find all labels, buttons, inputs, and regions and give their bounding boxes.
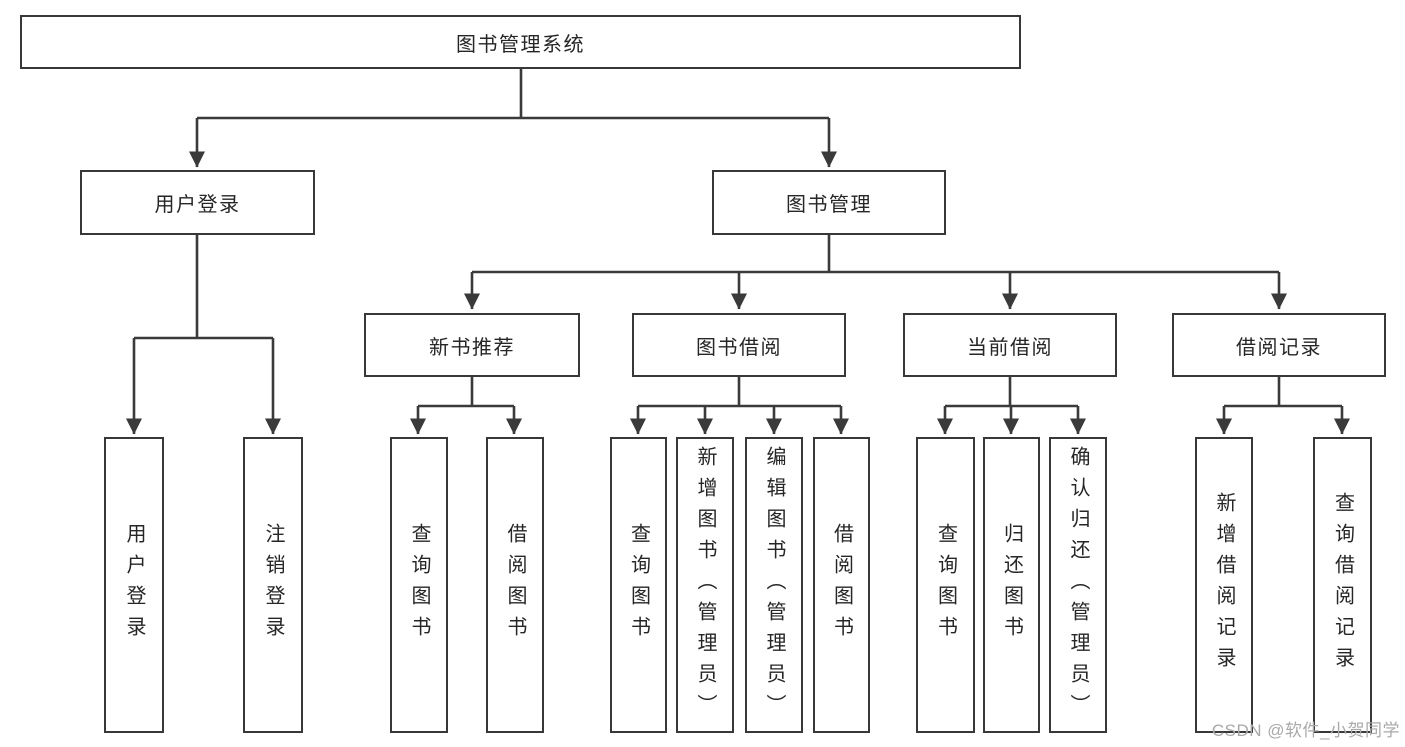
leaf-borrowing-edit-books-admin: 编辑图书（管理员）: [745, 437, 803, 733]
connector-book-borrowing-trunk: [638, 377, 841, 408]
leaf-records-add-record: 新增借阅记录: [1195, 437, 1253, 733]
leaf-borrowing-add-books-admin-label: 新增图书（管理员）: [694, 445, 716, 725]
leaf-borrowing-borrow-books-label: 借阅图书: [830, 523, 853, 647]
connector-current-borrowing-trunk: [945, 377, 1078, 408]
leaf-current-return-books: 归还图书: [983, 437, 1040, 733]
connector-root-trunk: [197, 69, 829, 120]
node-new-book-recommend-label: 新书推荐: [429, 336, 515, 359]
node-book-borrowing-label: 图书借阅: [696, 336, 782, 359]
leaf-current-query-books-label: 查询图书: [934, 523, 957, 647]
connector-new-book-trunk: [418, 377, 514, 408]
node-book-management: 图书管理: [712, 170, 946, 235]
node-library-system-label: 图书管理系统: [456, 33, 585, 56]
leaf-records-query-record-label: 查询借阅记录: [1331, 492, 1354, 678]
leaf-newbooks-query-books-label: 查询图书: [408, 523, 430, 647]
node-new-book-recommend: 新书推荐: [364, 313, 580, 377]
leaf-logout: 注销登录: [243, 437, 303, 733]
leaf-logout-label: 注销登录: [262, 523, 284, 647]
leaf-current-confirm-return-admin: 确认归还（管理员）: [1049, 437, 1107, 733]
leaf-current-query-books: 查询图书: [916, 437, 975, 733]
leaf-user-login: 用户登录: [104, 437, 164, 733]
leaf-current-return-books-label: 归还图书: [1000, 523, 1023, 647]
connector-user-login-trunk: [134, 235, 273, 340]
node-current-borrowing-label: 当前借阅: [967, 336, 1053, 359]
csdn-watermark: CSDN @软件_小贺同学: [1211, 721, 1400, 740]
leaf-current-confirm-return-admin-label: 确认归还（管理员）: [1067, 445, 1089, 725]
leaf-newbooks-borrow-books-label: 借阅图书: [504, 523, 526, 647]
node-borrowing-records-label: 借阅记录: [1236, 336, 1322, 359]
leaf-borrowing-query-books: 查询图书: [610, 437, 667, 733]
leaf-borrowing-edit-books-admin-label: 编辑图书（管理员）: [763, 445, 785, 725]
leaf-records-query-record: 查询借阅记录: [1313, 437, 1372, 733]
connector-records-trunk: [1224, 377, 1342, 408]
node-user-login-group: 用户登录: [80, 170, 315, 235]
leaf-user-login-label: 用户登录: [123, 523, 145, 647]
node-user-login-group-label: 用户登录: [154, 194, 241, 216]
node-current-borrowing: 当前借阅: [903, 313, 1117, 377]
leaf-borrowing-add-books-admin: 新增图书（管理员）: [676, 437, 734, 733]
leaf-borrowing-query-books-label: 查询图书: [627, 523, 650, 647]
leaf-newbooks-query-books: 查询图书: [390, 437, 448, 733]
node-book-management-label: 图书管理: [786, 194, 872, 216]
node-library-system: 图书管理系统: [20, 15, 1021, 69]
leaf-borrowing-borrow-books: 借阅图书: [813, 437, 870, 733]
connector-book-management-trunk: [472, 235, 1279, 274]
leaf-records-add-record-label: 新增借阅记录: [1213, 492, 1235, 678]
leaf-newbooks-borrow-books: 借阅图书: [486, 437, 544, 733]
node-borrowing-records: 借阅记录: [1172, 313, 1386, 377]
node-book-borrowing: 图书借阅: [632, 313, 846, 377]
